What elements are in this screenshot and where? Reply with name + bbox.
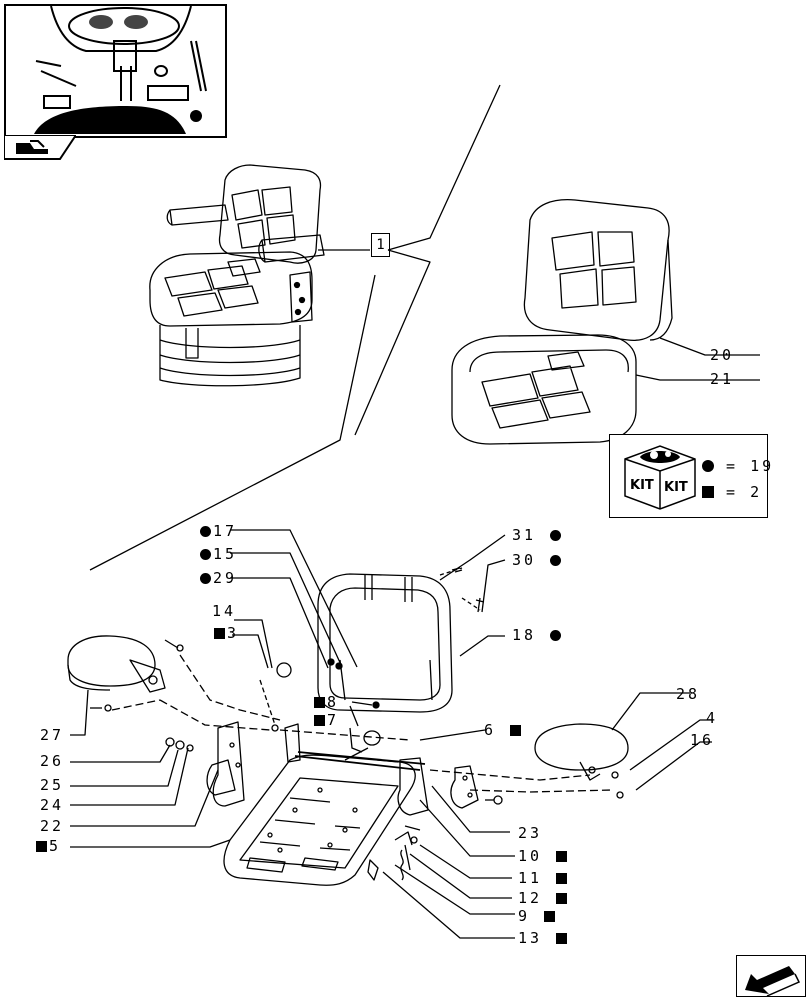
square-marker-icon bbox=[556, 893, 568, 904]
kit-circle-row: = 19 bbox=[702, 457, 774, 475]
callout-line-lower bbox=[354, 249, 431, 436]
label-12: 12 bbox=[518, 890, 569, 906]
kit-square-row: = 2 bbox=[702, 483, 762, 501]
label-29: 29 bbox=[198, 570, 237, 586]
label-23: 23 bbox=[518, 824, 543, 842]
label-16: 16 bbox=[690, 731, 715, 749]
square-marker-icon bbox=[36, 841, 47, 852]
label-10: 10 bbox=[518, 848, 569, 864]
label-28: 28 bbox=[676, 685, 701, 703]
label-14: 14 bbox=[212, 602, 237, 620]
callout-line-to-frame bbox=[89, 274, 376, 571]
square-marker-icon bbox=[544, 911, 556, 922]
label-6: 6 bbox=[484, 722, 523, 738]
label-18: 18 bbox=[512, 627, 563, 643]
label-3: 3 bbox=[212, 625, 239, 641]
next-page-button[interactable] bbox=[736, 955, 806, 997]
square-marker-icon bbox=[214, 628, 225, 639]
callout-box-1: 1 bbox=[371, 233, 390, 257]
tractor-cab-thumbnail[interactable] bbox=[4, 4, 227, 138]
kit-badge-icon: KIT KIT bbox=[624, 445, 696, 510]
circle-marker-icon bbox=[200, 549, 211, 560]
square-marker-icon bbox=[314, 697, 325, 708]
label-22: 22 bbox=[40, 817, 65, 835]
label-8: 8 bbox=[312, 694, 339, 710]
section-nav-icon bbox=[3, 134, 78, 160]
kit-legend: KIT KIT = 19 = 2 bbox=[609, 434, 771, 518]
seat-cushions bbox=[451, 199, 760, 445]
circle-marker-icon bbox=[702, 460, 714, 472]
label-26: 26 bbox=[40, 752, 65, 770]
next-page-arrow-icon bbox=[745, 966, 801, 997]
label-25: 25 bbox=[40, 776, 65, 794]
callout-line-upper bbox=[387, 84, 501, 251]
square-marker-icon bbox=[556, 851, 568, 862]
label-24: 24 bbox=[40, 796, 65, 814]
kit-text-right: KIT bbox=[664, 480, 688, 495]
circle-marker-icon bbox=[200, 573, 211, 584]
label-17: 17 bbox=[198, 523, 237, 539]
section-nav-tab[interactable] bbox=[3, 134, 78, 161]
tractor-cab-thumbnail-icon bbox=[34, 5, 207, 134]
square-marker-icon bbox=[702, 486, 714, 498]
label-30: 30 bbox=[512, 552, 563, 568]
label-11: 11 bbox=[518, 870, 569, 886]
label-4: 4 bbox=[706, 709, 719, 727]
label-15: 15 bbox=[198, 546, 237, 562]
left-armrest bbox=[67, 635, 184, 712]
circle-marker-icon bbox=[200, 526, 211, 537]
assembled-seat bbox=[149, 164, 325, 387]
square-marker-icon bbox=[314, 715, 325, 726]
circle-marker-icon bbox=[550, 530, 562, 541]
square-marker-icon bbox=[510, 725, 522, 736]
right-armrest bbox=[534, 723, 629, 799]
label-13: 13 bbox=[518, 930, 569, 946]
kit-circle-count: = 19 bbox=[726, 457, 775, 475]
seat-back-frame bbox=[317, 573, 453, 713]
label-27: 27 bbox=[40, 726, 65, 744]
label-7: 7 bbox=[312, 712, 339, 728]
square-marker-icon bbox=[556, 873, 568, 884]
left-bracket bbox=[212, 721, 245, 807]
seat-pan bbox=[223, 754, 416, 886]
circle-marker-icon bbox=[550, 630, 562, 641]
label-5: 5 bbox=[34, 838, 61, 854]
kit-square-count: = 2 bbox=[726, 483, 763, 501]
label-9: 9 bbox=[518, 908, 557, 924]
circle-marker-icon bbox=[550, 555, 562, 566]
square-marker-icon bbox=[556, 933, 568, 944]
label-31: 31 bbox=[512, 527, 563, 543]
label-20: 20 bbox=[710, 346, 735, 364]
label-21: 21 bbox=[710, 370, 735, 388]
kit-text-left: KIT bbox=[630, 478, 654, 493]
